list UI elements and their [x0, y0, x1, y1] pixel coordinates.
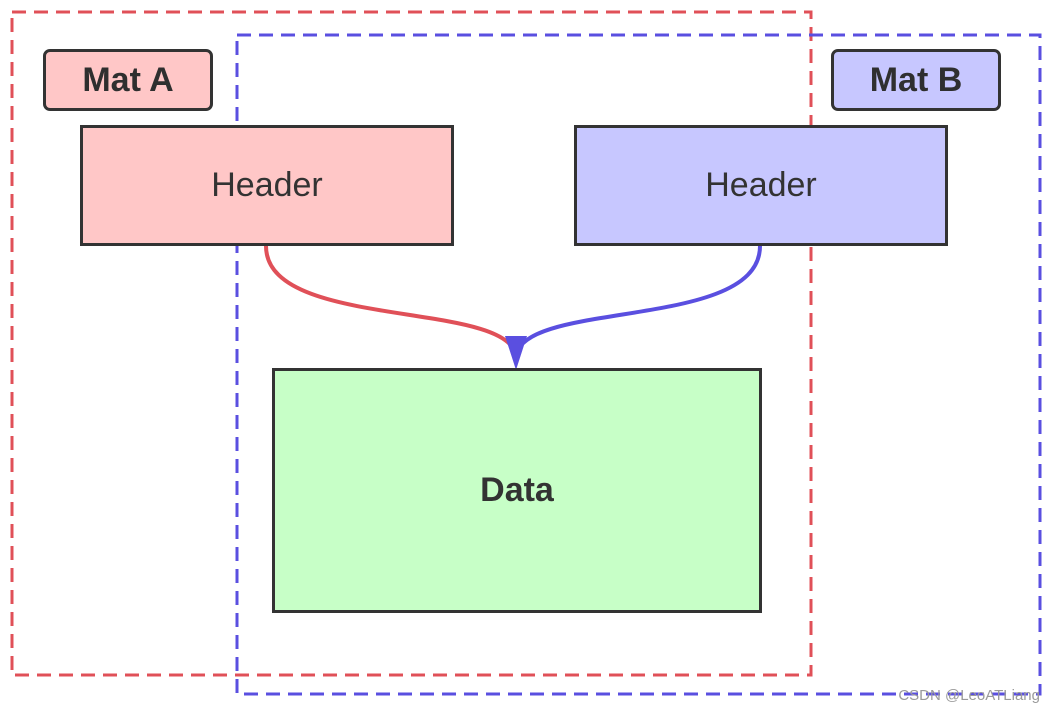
- mat-a-region: [10, 10, 813, 677]
- arrowhead: [505, 336, 527, 370]
- mat-b-region: [235, 33, 1042, 696]
- shared-data-block: Data: [272, 368, 762, 613]
- mat-a-header: Header: [80, 125, 454, 246]
- connector-b: [514, 245, 762, 356]
- mat-a-label: Mat A: [43, 49, 213, 111]
- watermark: CSDN @LeoATLiang: [898, 687, 1040, 704]
- mat-b-label: Mat B: [831, 49, 1001, 111]
- connector-a: [264, 245, 518, 356]
- mat-b-header: Header: [574, 125, 948, 246]
